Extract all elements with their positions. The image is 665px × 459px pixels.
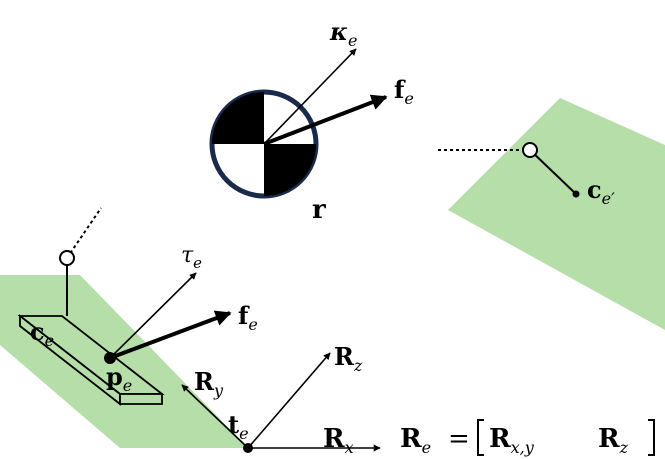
rotation-equation: Re = Rx,y Rz <box>400 419 655 457</box>
label-p: pe <box>106 362 132 395</box>
frame-origin-t <box>243 443 253 453</box>
left-joint <box>59 250 75 266</box>
axis-Ry <box>181 384 249 449</box>
eq-equals: = <box>448 424 470 454</box>
torque-arrow <box>109 272 197 359</box>
label-Ry: Ry <box>194 367 224 400</box>
label-c-prime: ce′ <box>587 175 615 208</box>
eq-left-bracket <box>477 419 484 456</box>
label-f-low: fe <box>238 301 258 334</box>
right-contact-point <box>572 190 580 198</box>
label-tau: τe <box>181 243 202 272</box>
right-joint <box>522 142 538 158</box>
label-r: r <box>312 195 326 225</box>
force-arrow-top <box>263 94 388 146</box>
contact-point-p <box>104 352 116 364</box>
label-c: ce <box>30 317 54 350</box>
axis-Rz <box>247 352 331 449</box>
label-Rz: Rz <box>334 342 363 375</box>
left-contact-surface <box>0 275 248 448</box>
kappa-arrow <box>263 48 357 145</box>
left-dotted-link <box>66 207 102 259</box>
right-limb-link <box>529 149 577 195</box>
label-t: te <box>228 410 249 443</box>
eq-lhs: Re <box>400 424 431 457</box>
force-arrow-bottom <box>109 310 232 360</box>
label-kappa: κe <box>329 17 357 50</box>
label-f-top: fe <box>394 75 414 108</box>
eq-right-bracket <box>648 419 655 456</box>
eq-matrix-col1: Rx,y <box>489 424 535 457</box>
eq-matrix-col2: Rz <box>598 424 629 457</box>
label-Rx: Rx <box>323 424 354 457</box>
foot-plate <box>17 314 165 406</box>
right-contact-surface <box>448 98 665 330</box>
